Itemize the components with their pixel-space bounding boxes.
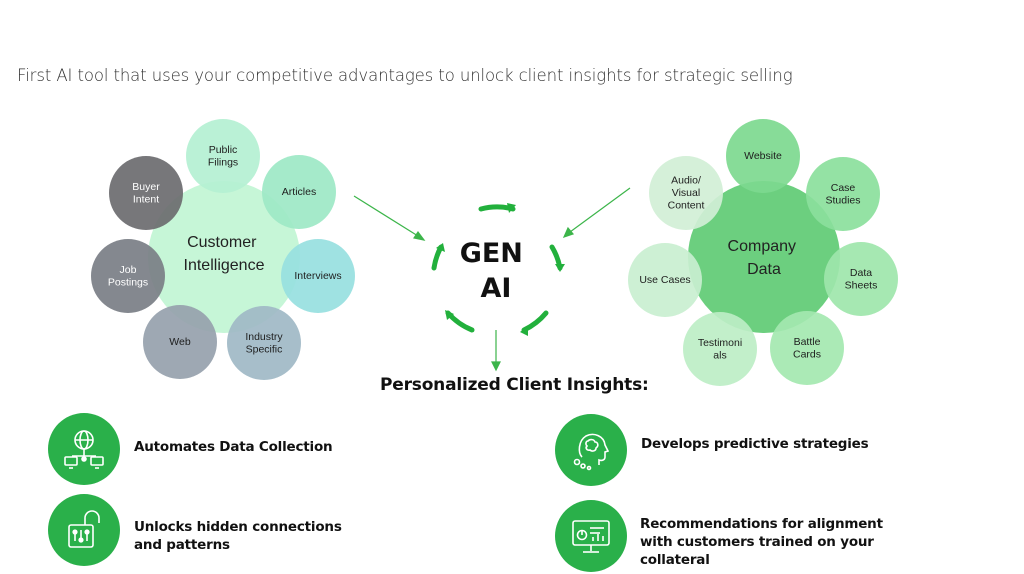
cycle-arrowhead-left — [436, 243, 445, 252]
node-web-label: Web — [169, 336, 191, 348]
gen-ai-label: GEN AI — [460, 238, 533, 304]
company-center-label: Company Data — [728, 238, 801, 278]
arrow-from-customer — [353, 195, 419, 237]
node-job-postings-circle — [91, 239, 165, 313]
node-articles-label: Articles — [282, 186, 316, 198]
node-website-circle — [726, 119, 800, 193]
headline: First AI tool that uses your competitive… — [17, 66, 793, 85]
recommendations-text: Recommendations for alignment with custo… — [640, 516, 883, 568]
node-testimonials-circle — [683, 312, 757, 386]
node-data-sheets-circle — [824, 242, 898, 316]
cycle-arrowhead-top — [507, 203, 516, 213]
arrow-from-company — [569, 187, 631, 233]
node-public-filings-circle — [186, 119, 260, 193]
unlocks-text: Unlocks hidden connections and patterns — [134, 519, 342, 553]
customer-center-label: Customer Intelligence — [184, 234, 265, 274]
node-website-label: Website — [744, 150, 782, 162]
node-articles-circle — [262, 155, 336, 229]
recommendations-icon-badge — [555, 500, 627, 572]
arrow-from-company-head — [562, 226, 575, 238]
node-case-studies-circle — [806, 157, 880, 231]
node-use-cases-circle — [628, 243, 702, 317]
unlocks-icon-badge — [48, 494, 120, 566]
automates-text: Automates Data Collection — [134, 439, 333, 455]
node-web-circle — [143, 305, 217, 379]
node-audio-visual-circle — [649, 156, 723, 230]
cycle-arrowhead-right — [555, 264, 565, 272]
node-buyer-intent-circle — [109, 156, 183, 230]
predictive-text: Develops predictive strategies — [641, 436, 869, 452]
customer-center-circle — [148, 181, 300, 333]
cycle-arrowhead-bottom-right — [520, 326, 528, 336]
node-battle-cards-circle — [770, 311, 844, 385]
arrow-from-customer-head — [413, 230, 426, 241]
node-interviews-circle — [281, 239, 355, 313]
unlock-circuit-icon — [68, 510, 100, 548]
node-interviews-label: Interviews — [294, 270, 341, 282]
gen-ai-cycle — [431, 203, 565, 336]
input-arrows — [353, 187, 631, 372]
cycle-arrowhead-bottom-left — [445, 310, 454, 320]
automates-icon-badge — [48, 413, 120, 485]
company-center-circle — [688, 181, 840, 333]
predictive-icon-badge — [555, 414, 627, 486]
insights-title: Personalized Client Insights: — [380, 375, 649, 395]
network-globe-icon — [64, 430, 104, 469]
cycle-arc-left — [431, 244, 444, 271]
brain-head-icon — [573, 433, 610, 471]
node-use-cases-label: Use Cases — [639, 274, 690, 286]
arrow-to-insights-head — [491, 361, 501, 372]
dashboard-monitor-icon — [572, 520, 610, 553]
node-industry-specific-circle — [227, 306, 301, 380]
